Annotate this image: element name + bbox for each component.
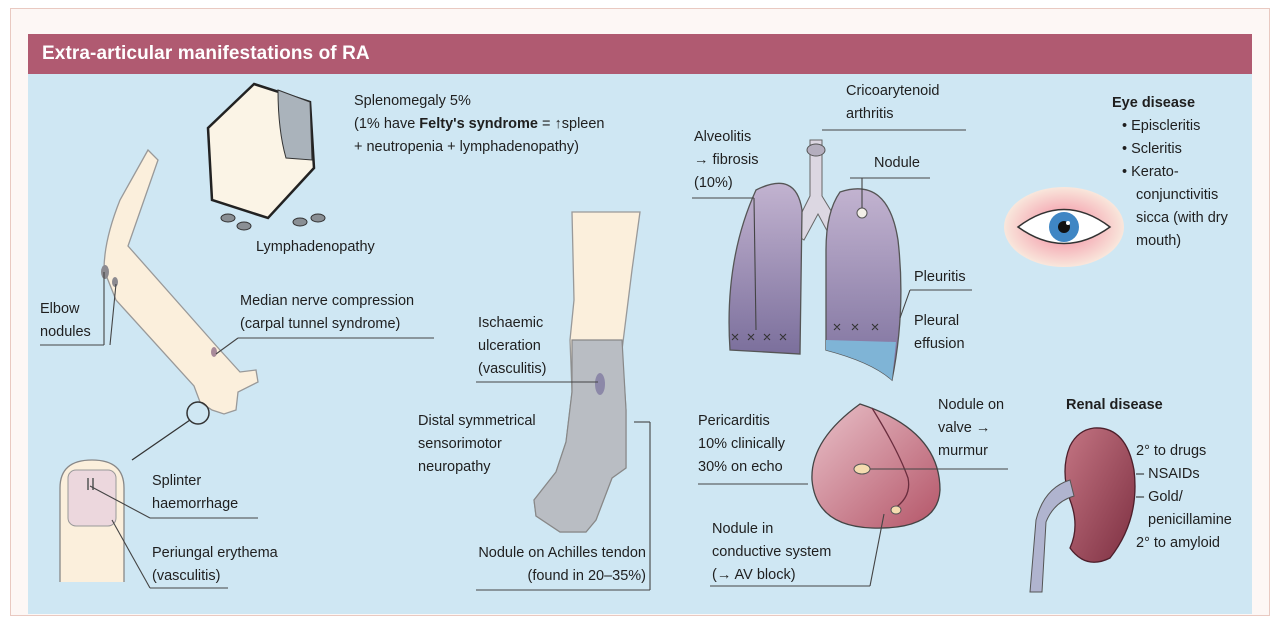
lung-nodule-label: Nodule	[874, 152, 920, 175]
pleural-effusion-label: Pleural effusion	[914, 310, 965, 356]
kidney-illustration	[1030, 428, 1135, 592]
ischaemic-ulceration-label: Ischaemic ulceration (vasculitis)	[478, 312, 546, 381]
lymphadenopathy-label: Lymphadenopathy	[256, 236, 375, 259]
heart-illustration	[812, 404, 940, 528]
distal-neuropathy-label: Distal symmetrical sensorimotor neuropat…	[418, 410, 536, 479]
conductive-nodule-label: Nodule in conductive system (→ AV block)	[712, 518, 831, 587]
valve-nodule-label: Nodule on valve → murmur	[938, 394, 1004, 463]
splinter-haemorrhage-label: Splinter haemorrhage	[152, 470, 238, 516]
finger-illustration	[60, 460, 124, 582]
eye-disease-block: Eye disease • Episcleritis • Scleritis •…	[1112, 92, 1228, 253]
pericarditis-label: Pericarditis 10% clinically 30% on echo	[698, 410, 785, 479]
splenomegaly-label: Splenomegaly 5% (1% have Felty's syndrom…	[354, 90, 605, 159]
pleuritis-label: Pleuritis	[914, 266, 966, 289]
periungal-erythema-label: Periungal erythema (vasculitis)	[152, 542, 278, 588]
renal-disease-items: 2° to drugs – NSAIDs – Gold/ penicillami…	[1136, 440, 1232, 555]
lymph-nodes-illustration	[221, 214, 325, 230]
elbow-nodules-label: Elbow nodules	[40, 298, 91, 344]
eye-illustration	[1004, 187, 1124, 267]
renal-disease-title: Renal disease	[1066, 394, 1163, 417]
leg-illustration	[534, 212, 640, 532]
spleen-illustration	[208, 84, 314, 218]
alveolitis-label: Alveolitis → fibrosis (10%)	[694, 126, 758, 195]
median-nerve-label: Median nerve compression (carpal tunnel …	[240, 290, 414, 336]
achilles-nodule-label: Nodule on Achilles tendon (found in 20–3…	[436, 542, 646, 588]
cricoarytenoid-label: Cricoarytenoid arthritis	[846, 80, 940, 126]
